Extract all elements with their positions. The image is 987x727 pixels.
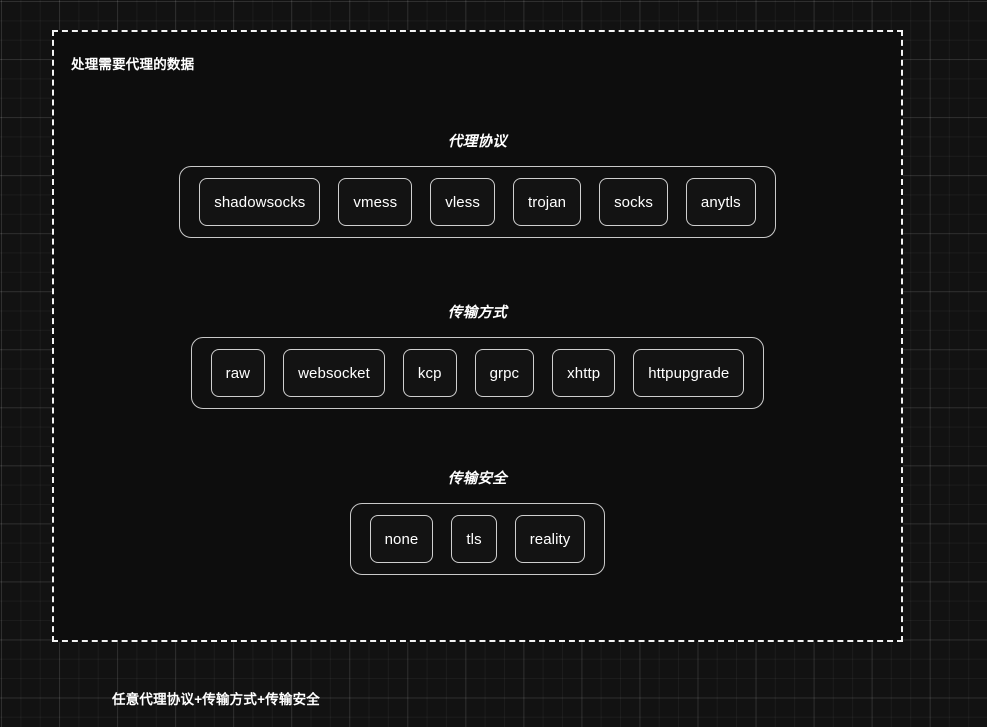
protocol-item-trojan[interactable]: trojan — [512, 178, 582, 226]
transport-item-xhttp[interactable]: xhttp — [552, 349, 616, 397]
proxy-protocol-box: shadowsocks vmess vless trojan socks any… — [179, 166, 776, 238]
section-transport-method: 传输方式 raw websocket kcp grpc xhttp httpup… — [54, 301, 901, 409]
security-item-tls[interactable]: tls — [451, 515, 497, 563]
transport-security-box: none tls reality — [349, 503, 606, 575]
transport-item-grpc[interactable]: grpc — [474, 349, 535, 397]
section-title-transport-security: 传输安全 — [447, 471, 508, 487]
protocol-item-vmess[interactable]: vmess — [338, 178, 413, 226]
transport-item-raw[interactable]: raw — [210, 349, 266, 397]
group-title: 处理需要代理的数据 — [71, 57, 195, 72]
security-item-reality[interactable]: reality — [514, 515, 586, 563]
protocol-item-socks[interactable]: socks — [599, 178, 668, 226]
transport-item-kcp[interactable]: kcp — [402, 349, 457, 397]
section-proxy-protocol: 代理协议 shadowsocks vmess vless trojan sock… — [54, 130, 901, 238]
transport-item-httpupgrade[interactable]: httpupgrade — [633, 349, 745, 397]
section-title-proxy-protocol: 代理协议 — [447, 134, 508, 150]
transport-item-websocket[interactable]: websocket — [283, 349, 385, 397]
bottom-caption: 任意代理协议+传输方式+传输安全 — [112, 692, 320, 707]
proxy-data-group-container[interactable]: 处理需要代理的数据 代理协议 shadowsocks vmess vless t… — [52, 30, 903, 642]
protocol-item-anytls[interactable]: anytls — [685, 178, 756, 226]
protocol-item-shadowsocks[interactable]: shadowsocks — [199, 178, 321, 226]
pill-row-transport-security: none tls reality — [54, 503, 901, 575]
pill-row-transport-method: raw websocket kcp grpc xhttp httpupgrade — [54, 337, 901, 409]
protocol-item-vless[interactable]: vless — [430, 178, 495, 226]
security-item-none[interactable]: none — [369, 515, 434, 563]
section-transport-security: 传输安全 none tls reality — [54, 467, 901, 575]
pill-row-proxy-protocol: shadowsocks vmess vless trojan socks any… — [54, 166, 901, 238]
transport-method-box: raw websocket kcp grpc xhttp httpupgrade — [190, 337, 765, 409]
section-title-transport-method: 传输方式 — [447, 305, 508, 321]
